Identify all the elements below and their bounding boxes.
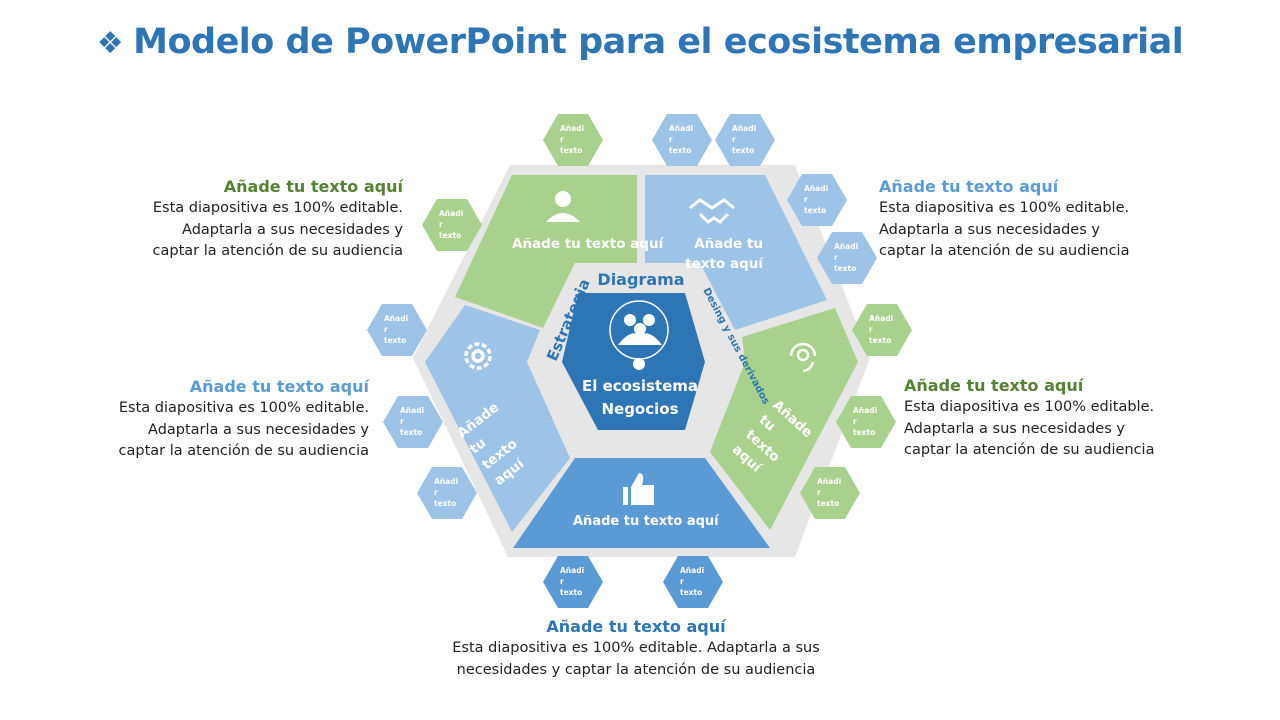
block-line: Esta diapositiva es 100% editable. — [118, 400, 369, 416]
block-line: Adaptarla a sus necesidades y — [904, 420, 1125, 437]
thumbs-up-icon — [623, 473, 654, 505]
segment-left[interactable] — [425, 305, 570, 532]
center-top-label: Diagrama — [597, 270, 684, 289]
title-text: Modelo de PowerPoint para el ecosistema … — [133, 22, 1184, 62]
block-line: Adaptarla a sus necesidades y — [148, 421, 369, 438]
center-hex[interactable] — [562, 293, 705, 430]
segment-top-right[interactable] — [645, 175, 827, 330]
block-line: Esta diapositiva es 100% editable. Adapt… — [452, 640, 820, 656]
block-line: Esta diapositiva es 100% editable. — [152, 200, 403, 216]
slide-title: ❖ Modelo de PowerPoint para el ecosistema… — [0, 22, 1280, 62]
block-line: captar la atención de su audiencia — [904, 442, 1155, 458]
block-heading: Añade tu texto aquí — [223, 177, 403, 196]
block-heading: Añade tu texto aquí — [546, 617, 726, 636]
team-icon — [609, 300, 669, 370]
block-heading: Añade tu texto aquí — [879, 177, 1059, 196]
handshake-icon — [689, 198, 735, 224]
block-line: captar la atención de su audiencia — [879, 243, 1130, 259]
diamond-cluster-icon: ❖ — [96, 26, 124, 61]
block-line: necesidades y captar la atención de su a… — [456, 661, 816, 678]
block-line: Adaptarla a sus necesidades y — [182, 221, 403, 238]
center-line2: Negocios — [601, 400, 678, 418]
segment-right[interactable] — [710, 308, 858, 530]
support-agent-icon — [546, 191, 580, 222]
block-line: Esta diapositiva es 100% editable. — [904, 399, 1155, 415]
block-line: Esta diapositiva es 100% editable. — [879, 200, 1130, 216]
gear-target-icon — [464, 342, 492, 370]
segment-top-right-label: Añade tu texto aquí — [685, 236, 763, 272]
segment-top-left-label: Añade tu texto aquí — [512, 236, 664, 252]
block-heading: Añade tu texto aquí — [189, 377, 369, 396]
segment-bottom-label: Añade tu texto aquí — [573, 514, 719, 529]
block-line: captar la atención de su audiencia — [152, 243, 403, 259]
center-line1: El ecosistema — [582, 377, 698, 395]
block-heading: Añade tu texto aquí — [904, 376, 1084, 395]
headset-icon — [789, 342, 817, 373]
block-line: captar la atención de su audiencia — [118, 443, 369, 459]
block-line: Adaptarla a sus necesidades y — [879, 221, 1100, 238]
segment-top-left[interactable] — [455, 175, 637, 328]
